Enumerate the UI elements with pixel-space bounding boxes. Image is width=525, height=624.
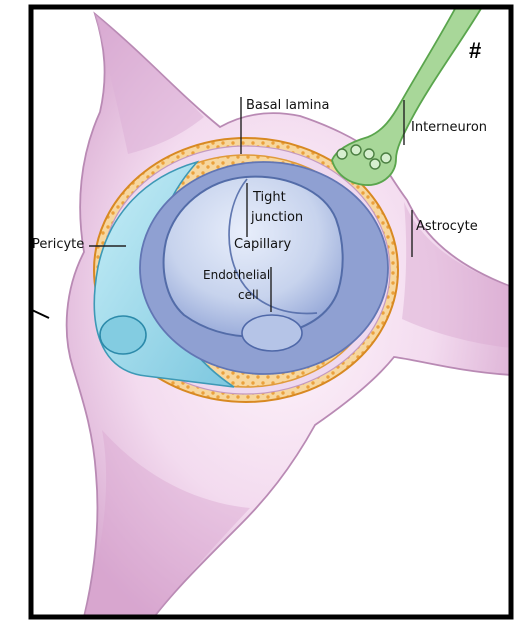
cell-label: cell [238, 288, 259, 302]
pericyte-nucleus [100, 316, 146, 354]
vesicle [381, 153, 391, 163]
tight-label: Tight [252, 190, 286, 205]
vesicle [364, 149, 374, 159]
vesicle [351, 145, 361, 155]
vesicle [370, 159, 380, 169]
junction-label: junction [250, 210, 303, 225]
endothelial-nucleus [242, 315, 302, 351]
figure-marker: # [469, 38, 481, 63]
basal-lamina-label: Basal lamina [246, 98, 329, 113]
vesicle [337, 149, 347, 159]
astrocyte-label: Astrocyte [416, 219, 478, 234]
endothelial-label: Endothelial [203, 268, 270, 282]
pericyte-label: Pericyte [32, 237, 84, 252]
capillary-label: Capillary [234, 237, 291, 252]
interneuron-label: Interneuron [411, 120, 487, 135]
